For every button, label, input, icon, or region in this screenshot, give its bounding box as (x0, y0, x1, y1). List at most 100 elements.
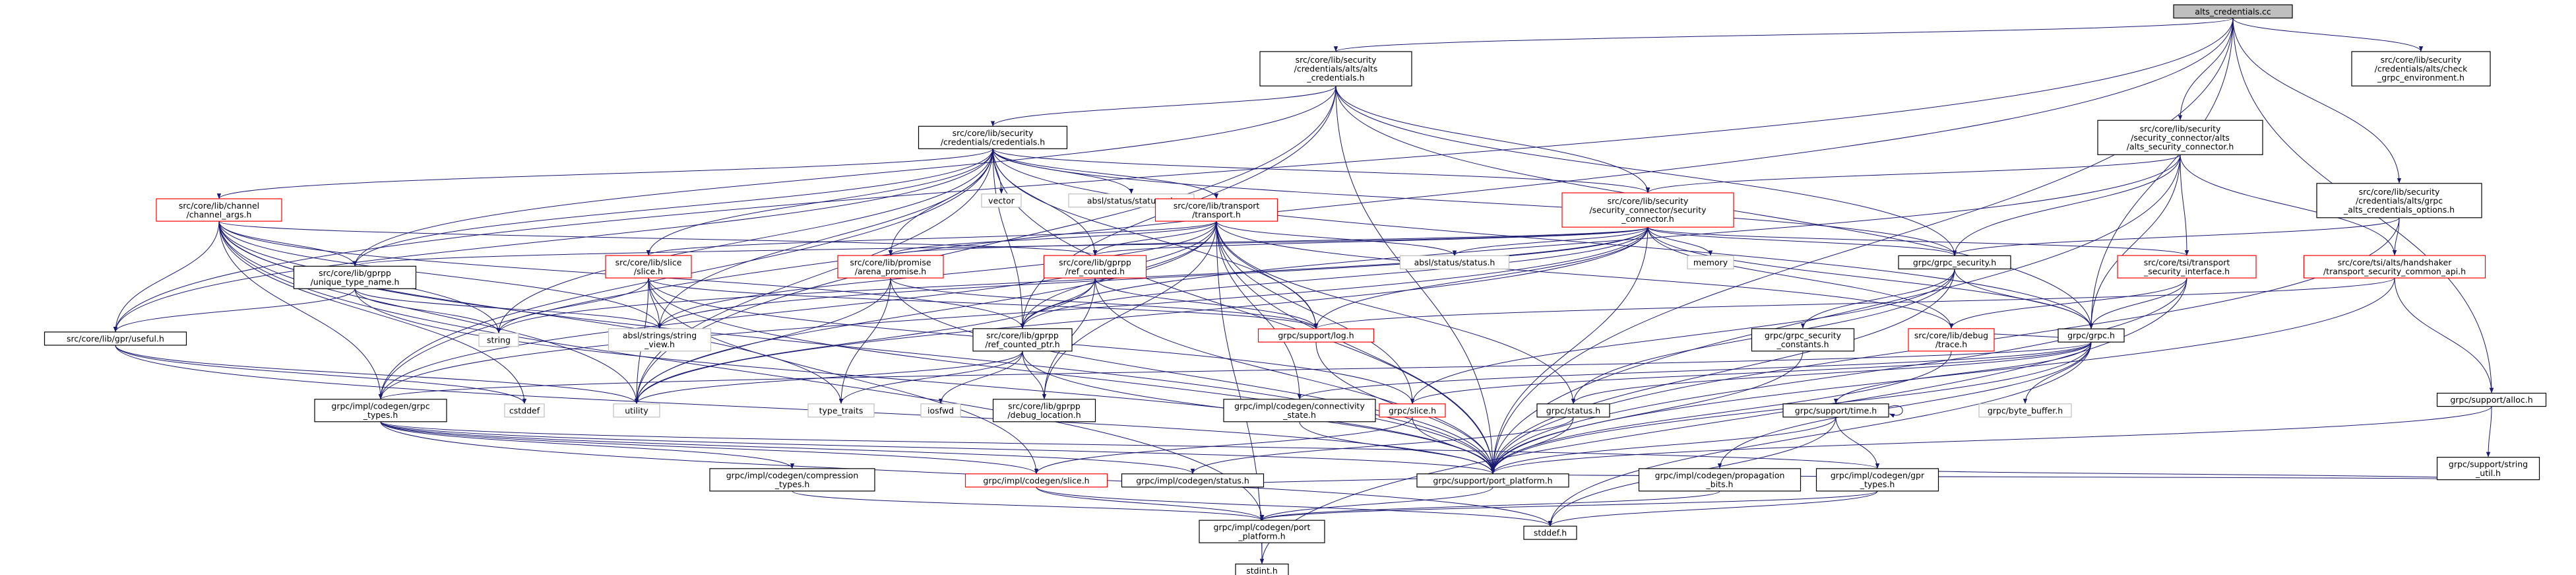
file-node-label: grpc/impl/codegen/status.h (1136, 475, 1249, 485)
include-edge (380, 421, 1038, 475)
file-node-box (1121, 473, 1265, 488)
file-node-label: /alts_security_connector.h (2127, 141, 2234, 151)
file-node-string-util-h[interactable]: grpc/support/string_util.h (2436, 457, 2540, 481)
file-node-label: _types.h (774, 479, 810, 489)
file-node-port-platform-h[interactable]: grpc/support/port_platform.h (1416, 473, 1569, 488)
file-node-useful-h[interactable]: src/core/lib/gpr/useful.h (44, 331, 187, 346)
file-node-label: absl/strings/string (623, 331, 697, 341)
include-edge (1299, 421, 1495, 474)
file-node-label: memory (1693, 257, 1728, 267)
file-node-box (837, 255, 944, 279)
file-node-label: src/core/lib/security (1296, 55, 1377, 65)
file-node-credentials-h[interactable]: src/core/lib/security/credentials/creden… (918, 125, 1068, 149)
file-node-label: cstddef (509, 405, 540, 415)
file-node-alts-credentials-h[interactable]: src/core/lib/security/credentials/alts/a… (1259, 51, 1412, 86)
file-node-channel-args-h[interactable]: src/core/lib/channel/channel_args.h (156, 198, 282, 222)
file-node-string[interactable]: string (478, 333, 519, 347)
file-node-codegen-port-platform-h[interactable]: grpc/impl/codegen/port_platform.h (1199, 520, 1325, 543)
include-edge (648, 278, 662, 329)
file-node-label: _bits.h (1706, 479, 1734, 489)
include-edge (1094, 277, 1319, 329)
file-node-vector[interactable]: vector (981, 193, 1022, 208)
file-node-cstddef[interactable]: cstddef (504, 403, 545, 418)
file-node-label: grpc/slice.h (1389, 405, 1436, 415)
file-node-tsi-transport-security-interface-h[interactable]: src/core/tsi/transport_security_interfac… (2117, 255, 2257, 279)
file-node-ref-counted-ptr-h[interactable]: src/core/lib/gprpp/ref_counted_ptr.h (972, 328, 1073, 352)
file-node-label: string (487, 335, 511, 345)
file-node-box (709, 468, 875, 492)
include-edge (1034, 417, 1413, 474)
file-node-box (2436, 392, 2547, 407)
include-edge (1094, 278, 1495, 474)
file-node-transport-security-common-api-h[interactable]: src/core/tsi/alts/handshaker/transport_s… (2303, 255, 2486, 279)
file-node-grpc-types-h[interactable]: grpc/impl/codegen/grpc_types.h (314, 399, 447, 423)
file-node-propagation-bits-h[interactable]: grpc/impl/codegen/propagation_bits.h (1638, 468, 1802, 492)
include-edge (1490, 417, 1574, 474)
file-node-debug-trace-h[interactable]: src/core/lib/debug/trace.h (1908, 328, 1995, 352)
file-node-root[interactable]: alts_credentials.cc (2173, 4, 2293, 18)
file-node-security-connector-h[interactable]: src/core/lib/security/security_connector… (1561, 192, 1734, 228)
include-edge (218, 221, 662, 329)
file-node-grpc-security-constants-h[interactable]: grpc/grpc_security_constants.h (1751, 328, 1855, 352)
include-edge (1490, 154, 2181, 474)
file-node-log-h[interactable]: grpc/support/log.h (1257, 328, 1375, 343)
include-edge (354, 288, 662, 329)
file-node-arena-promise-h[interactable]: src/core/lib/promise/arena_promise.h (837, 255, 944, 279)
file-node-string-view[interactable]: absl/strings/string_view.h (608, 328, 712, 352)
file-node-label: /credentials/alts/alts (1294, 64, 1378, 74)
include-edge (838, 351, 1023, 404)
include-edge (218, 220, 1097, 256)
file-node-codegen-status-h[interactable]: grpc/impl/codegen/status.h (1121, 473, 1265, 488)
file-node-byte-buffer-h[interactable]: grpc/byte_buffer.h (1978, 403, 2072, 418)
file-node-label: src/core/lib/channel (179, 201, 259, 211)
include-edge (1313, 227, 1649, 329)
include-edge (2178, 18, 2234, 121)
file-node-type-traits[interactable]: type_traits (807, 403, 875, 418)
file-node-gpr-types-h[interactable]: grpc/impl/codegen/gpr_types.h (1815, 468, 1939, 492)
file-node-unique-type-name-h[interactable]: src/core/lib/gprpp/unique_type_name.h (293, 265, 417, 289)
include-edge (648, 278, 1039, 474)
file-node-box (478, 333, 519, 347)
include-edge (1888, 405, 1903, 418)
file-node-label: /unique_type_name.h (311, 277, 400, 287)
file-node-stdint-h[interactable]: stdint.h (1235, 563, 1289, 575)
file-node-label: _connector.h (1621, 214, 1674, 224)
file-node-debug-location-h[interactable]: src/core/lib/gprpp/debug_location.h (992, 399, 1096, 423)
file-node-memory[interactable]: memory (1687, 255, 1734, 269)
file-node-iosfwd[interactable]: iosfwd (920, 403, 961, 418)
file-node-compression-types-h[interactable]: grpc/impl/codegen/compression_types.h (709, 468, 875, 492)
file-node-label: _security_interface.h (2143, 266, 2230, 276)
include-edge (353, 226, 1649, 267)
file-node-box (504, 403, 545, 418)
file-node-utility[interactable]: utility (613, 403, 660, 418)
file-node-ref-counted-h[interactable]: src/core/lib/gprpp/ref_counted.h (1043, 255, 1147, 279)
include-edge (1490, 278, 2187, 474)
file-node-slice-h-grpc[interactable]: grpc/slice.h (1379, 403, 1446, 418)
file-node-connectivity-state-h[interactable]: grpc/impl/codegen/connectivity_state.h (1223, 399, 1376, 423)
file-node-box (807, 403, 875, 418)
file-node-status-h[interactable]: grpc/status.h (1536, 403, 1610, 418)
file-node-alloc-h[interactable]: grpc/support/alloc.h (2436, 392, 2547, 407)
file-node-transport-h[interactable]: src/core/lib/transport/transport.h (1154, 198, 1278, 222)
include-edge (218, 221, 527, 404)
file-node-box (2436, 457, 2540, 481)
file-node-check-grpc-env[interactable]: src/core/lib/security/credentials/alts/c… (2351, 51, 2491, 86)
file-node-slice-h-lib[interactable]: src/core/lib/slice/slice.h (605, 255, 692, 279)
file-node-alts-security-connector-h[interactable]: src/core/lib/security/security_connector… (2097, 119, 2263, 155)
file-node-grpc-security-h[interactable]: grpc/grpc_security.h (1898, 255, 2011, 269)
file-node-label: src/core/lib/gprpp (1059, 257, 1131, 267)
include-edge (634, 278, 891, 404)
file-node-label: /trace.h (1935, 339, 1967, 349)
file-node-time-h[interactable]: grpc/support/time.h (1782, 403, 1889, 418)
file-node-grpc-alts-credentials-options-h[interactable]: src/core/lib/security/credentials/alts/g… (2316, 183, 2482, 219)
file-node-label: src/core/lib/gpr/useful.h (67, 333, 164, 343)
file-node-stddef-h[interactable]: stddef.h (1523, 525, 1577, 540)
include-edge (1216, 221, 1265, 564)
file-node-label: grpc/grpc_security.h (1913, 257, 1996, 267)
file-node-label: /arena_promise.h (855, 266, 926, 276)
file-node-absl-status[interactable]: absl/status/status.h (1399, 255, 1510, 269)
include-edge (113, 18, 2234, 332)
file-node-grpc-h[interactable]: grpc/grpc.h (2058, 328, 2125, 343)
file-node-codegen-slice-h[interactable]: grpc/impl/codegen/slice.h (964, 473, 1108, 488)
file-node-label: type_traits (819, 405, 864, 415)
